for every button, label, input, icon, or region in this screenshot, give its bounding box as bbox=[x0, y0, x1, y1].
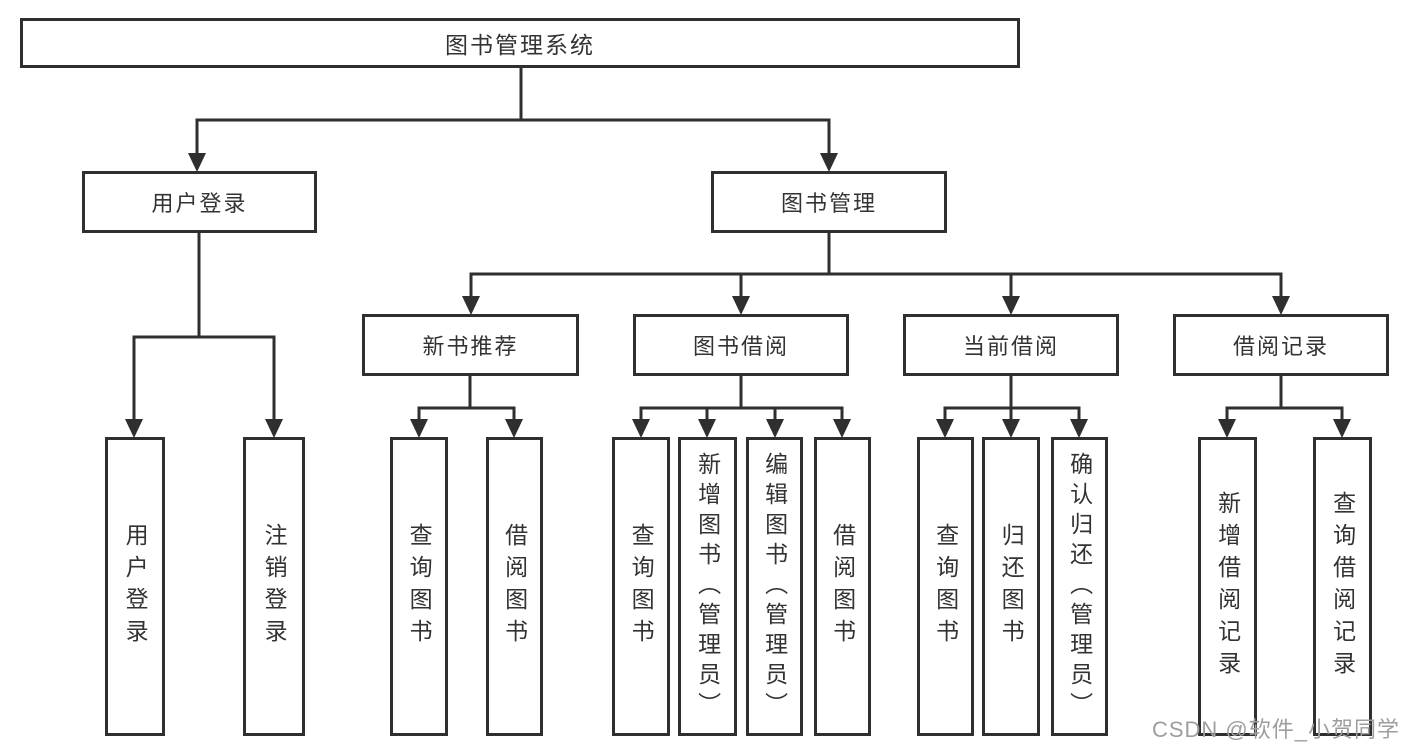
leaf-label: 借阅图书 bbox=[829, 522, 856, 651]
leaf-label: 查询图书 bbox=[628, 522, 655, 651]
leaf-confirm-return-admin: 确认归还（管理员） bbox=[1051, 437, 1108, 736]
node-current-borrowing: 当前借阅 bbox=[903, 314, 1119, 376]
leaf-label: 新增借阅记录 bbox=[1214, 490, 1241, 683]
watermark: CSDN @软件_小贺同学 bbox=[1151, 717, 1400, 742]
leaf-label: 查询图书 bbox=[932, 522, 959, 651]
leaf-label: 注销登录 bbox=[261, 522, 288, 651]
leaf-user-login: 用户登录 bbox=[105, 437, 165, 736]
node-new-book-recommend: 新书推荐 bbox=[362, 314, 579, 376]
leaf-label: 借阅图书 bbox=[501, 522, 528, 651]
leaf-label: 编辑图书（管理员） bbox=[761, 451, 788, 722]
leaf-query-borrow-record: 查询借阅记录 bbox=[1313, 437, 1372, 736]
leaf-add-books-admin: 新增图书（管理员） bbox=[678, 437, 737, 736]
leaf-label: 归还图书 bbox=[998, 522, 1025, 651]
leaf-label: 查询借阅记录 bbox=[1329, 490, 1356, 683]
leaf-borrow-books-borrowing: 借阅图书 bbox=[814, 437, 871, 736]
leaf-label: 用户登录 bbox=[122, 522, 149, 651]
leaf-return-books: 归还图书 bbox=[982, 437, 1040, 736]
leaf-label: 确认归还（管理员） bbox=[1066, 451, 1093, 722]
node-book-management-system: 图书管理系统 bbox=[20, 18, 1020, 68]
leaf-label: 新增图书（管理员） bbox=[694, 451, 721, 722]
leaf-query-books-recommend: 查询图书 bbox=[390, 437, 448, 736]
leaf-logout: 注销登录 bbox=[243, 437, 305, 736]
leaf-borrow-books-recommend: 借阅图书 bbox=[486, 437, 543, 736]
node-user-login: 用户登录 bbox=[82, 171, 317, 233]
leaf-query-books-borrowing: 查询图书 bbox=[612, 437, 670, 736]
node-borrowing-records: 借阅记录 bbox=[1173, 314, 1389, 376]
leaf-query-books-current: 查询图书 bbox=[917, 437, 974, 736]
node-book-borrowing: 图书借阅 bbox=[633, 314, 849, 376]
leaf-label: 查询图书 bbox=[406, 522, 433, 651]
leaf-add-borrow-record: 新增借阅记录 bbox=[1198, 437, 1257, 736]
node-book-management: 图书管理 bbox=[711, 171, 947, 233]
leaf-edit-books-admin: 编辑图书（管理员） bbox=[746, 437, 803, 736]
